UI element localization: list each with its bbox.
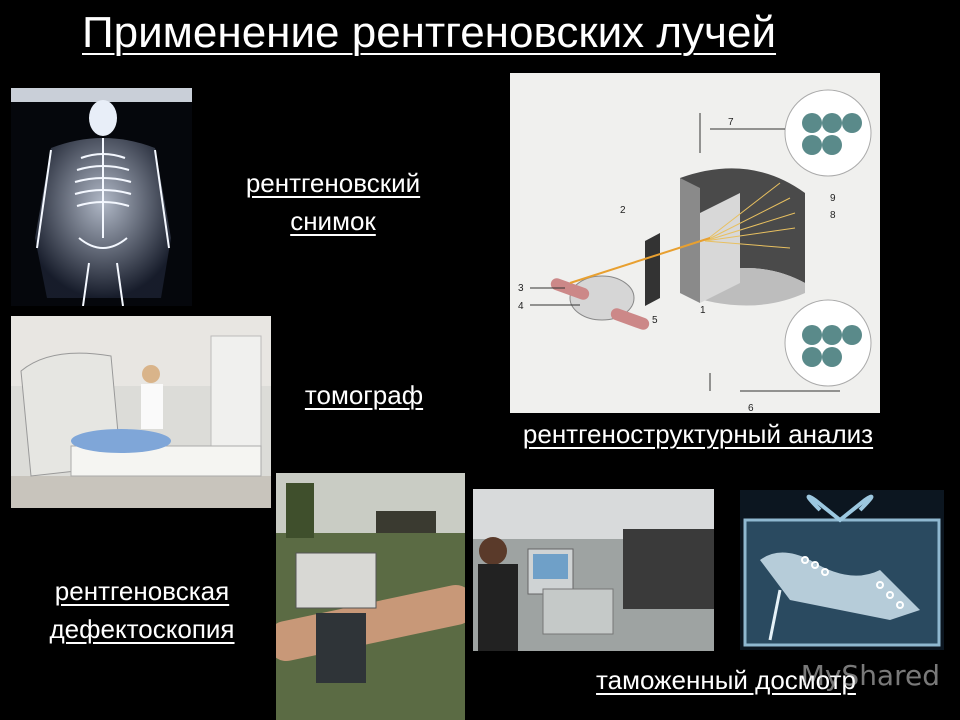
- tomograph-image: [11, 316, 271, 508]
- xray-skeleton-image: [11, 88, 192, 306]
- label-xray-photo: рентгеновский снимок: [222, 165, 444, 240]
- diagram-num-4: 4: [518, 301, 524, 312]
- label-defectoscopy-line2: дефектоскопия: [49, 613, 235, 644]
- diagram-num-8: 8: [830, 210, 836, 221]
- customs-inspection-image: [473, 489, 714, 651]
- label-structural-analysis: рентгеноструктурный анализ: [522, 419, 874, 449]
- xray-shoe-image: [740, 490, 944, 650]
- slide-title: Применение рентгеновских лучей: [82, 8, 777, 57]
- diagram-num-9: 9: [830, 193, 836, 204]
- label-xray-photo-line1: рентгеновский: [245, 168, 421, 198]
- diagram-num-6: 6: [748, 403, 754, 413]
- label-tomograph: томограф: [304, 380, 424, 410]
- label-xray-photo-line2: снимок: [290, 205, 376, 236]
- label-customs: таможенный досмотр: [596, 665, 856, 695]
- label-defectoscopy-line1: рентгеновская: [54, 576, 230, 606]
- diffraction-diagram-image: 7 9 8 2 3 4 5 1 6: [510, 73, 880, 413]
- label-defectoscopy: рентгеновская дефектоскопия: [22, 573, 262, 648]
- diagram-num-2: 2: [620, 205, 626, 216]
- defectoscopy-image: [276, 473, 465, 720]
- diagram-num-3: 3: [518, 283, 524, 294]
- diagram-num-5: 5: [652, 315, 658, 326]
- diagram-num-7: 7: [728, 117, 734, 128]
- diagram-num-1: 1: [700, 305, 706, 316]
- watermark: MyShared: [800, 659, 940, 692]
